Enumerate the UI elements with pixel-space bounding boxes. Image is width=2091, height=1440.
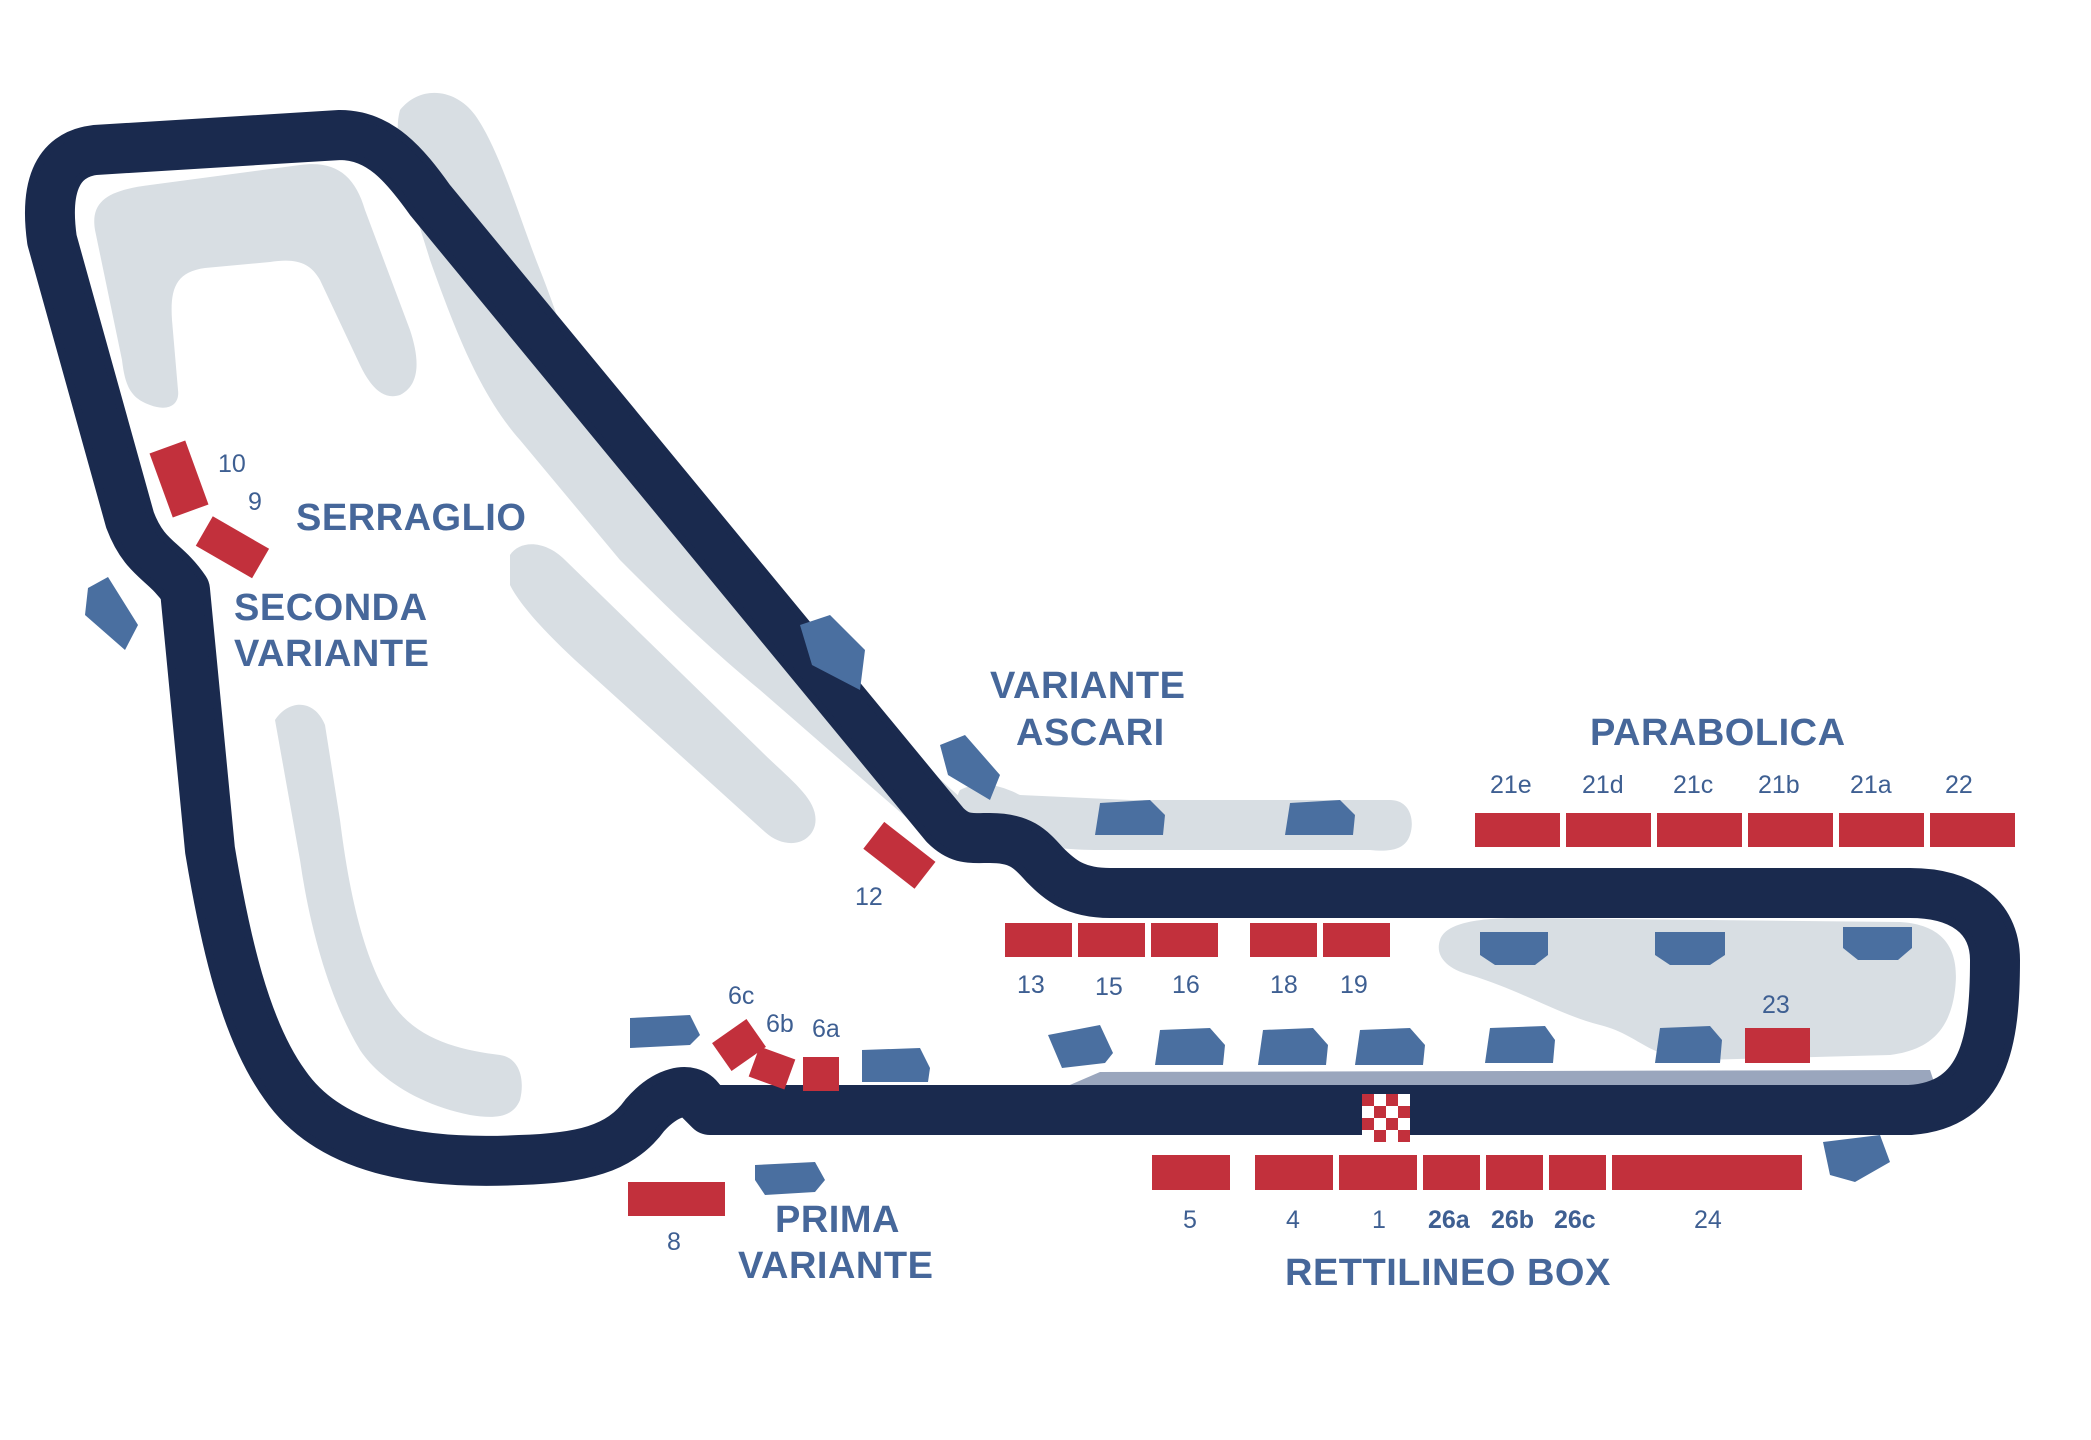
grandstand-label-13: 13 xyxy=(1017,971,1045,999)
general-area[interactable] xyxy=(1823,1135,1890,1182)
grandstand-label-10: 10 xyxy=(218,450,246,478)
grandstand-22[interactable] xyxy=(1930,813,2015,847)
grandstand-label-23: 23 xyxy=(1762,991,1790,1019)
grandstand-21b[interactable] xyxy=(1748,813,1833,847)
grandstand-label-4: 4 xyxy=(1286,1206,1300,1234)
grandstand-13[interactable] xyxy=(1005,923,1072,957)
grandstand-16[interactable] xyxy=(1151,923,1218,957)
grandstand-label-12: 12 xyxy=(855,883,883,911)
general-area[interactable] xyxy=(1655,932,1725,965)
general-area[interactable] xyxy=(1095,800,1165,835)
grandstand-label-18: 18 xyxy=(1270,971,1298,999)
grandstand-label-19: 19 xyxy=(1340,971,1368,999)
track-outline-cover xyxy=(32,118,2012,1178)
general-area[interactable] xyxy=(85,577,138,650)
grandstand-4[interactable] xyxy=(1255,1155,1333,1190)
grandstand-label-6b: 6b xyxy=(766,1010,794,1038)
general-area[interactable] xyxy=(1355,1028,1425,1065)
grandstand-label-26a: 26a xyxy=(1428,1206,1471,1234)
runoff-top-left xyxy=(94,164,417,408)
general-area[interactable] xyxy=(1655,1026,1722,1063)
grandstand-label-22: 22 xyxy=(1945,771,1973,799)
grandstand-21e[interactable] xyxy=(1475,813,1560,847)
grandstand-label-21d: 21d xyxy=(1582,771,1624,799)
general-area[interactable] xyxy=(1048,1025,1113,1068)
grandstand-label-21c: 21c xyxy=(1673,771,1713,799)
grandstands xyxy=(149,440,2015,1216)
grandstand-6c[interactable] xyxy=(712,1019,766,1071)
runoff-parabolica-inner xyxy=(1438,918,1956,1060)
grandstand-label-21a: 21a xyxy=(1850,771,1892,799)
grandstand-18[interactable] xyxy=(1250,923,1317,957)
grandstand-26a[interactable] xyxy=(1423,1155,1480,1190)
grandstand-label-26c: 26c xyxy=(1554,1206,1596,1234)
general-area[interactable] xyxy=(800,615,865,690)
grandstand-label-21b: 21b xyxy=(1758,771,1800,799)
grandstand-label-26b: 26b xyxy=(1491,1206,1534,1234)
general-admission-areas xyxy=(85,577,1912,1195)
general-area[interactable] xyxy=(1155,1028,1225,1065)
grandstand-21d[interactable] xyxy=(1566,813,1651,847)
grandstand-label-9: 9 xyxy=(248,488,262,516)
general-area[interactable] xyxy=(1485,1026,1555,1063)
corner-label-parabolica: PARABOLICA xyxy=(1590,712,1846,754)
grandstand-label-5: 5 xyxy=(1183,1206,1197,1234)
runoff-left-strip xyxy=(275,704,522,1117)
grandstand-label-15: 15 xyxy=(1095,973,1123,1001)
general-area[interactable] xyxy=(1285,800,1355,835)
grandstand-21c[interactable] xyxy=(1657,813,1742,847)
grandstand-label-1: 1 xyxy=(1372,1206,1386,1234)
grandstand-label-24: 24 xyxy=(1694,1206,1722,1234)
grandstand-24[interactable] xyxy=(1612,1155,1802,1190)
checkered-flag-icon xyxy=(1362,1094,1410,1142)
grandstand-label-21e: 21e xyxy=(1490,771,1532,799)
corner-label-ascari-line2: ASCARI xyxy=(1016,712,1165,754)
grandstand-5[interactable] xyxy=(1152,1155,1230,1190)
general-area[interactable] xyxy=(1258,1028,1328,1065)
corner-label-seconda-line1: SECONDA xyxy=(234,587,428,629)
grandstand-10[interactable] xyxy=(149,440,209,518)
grandstand-23[interactable] xyxy=(1745,1028,1810,1063)
runoff-mid-strip xyxy=(510,544,816,844)
corner-label-serraglio: SERRAGLIO xyxy=(296,497,526,539)
grandstand-label-8: 8 xyxy=(667,1228,681,1256)
corner-label-ascari-line1: VARIANTE xyxy=(990,665,1185,707)
grandstand-9[interactable] xyxy=(195,516,270,579)
grandstand-label-6c: 6c xyxy=(728,982,754,1010)
grandstand-6b[interactable] xyxy=(748,1046,796,1090)
general-area[interactable] xyxy=(755,1162,825,1195)
grandstand-1[interactable] xyxy=(1339,1155,1417,1190)
grandstand-26c[interactable] xyxy=(1549,1155,1606,1190)
grandstand-15[interactable] xyxy=(1078,923,1145,957)
corner-label-prima-line1: PRIMA xyxy=(775,1199,900,1241)
grandstand-26b[interactable] xyxy=(1486,1155,1543,1190)
grandstand-21a[interactable] xyxy=(1839,813,1924,847)
grandstand-label-16: 16 xyxy=(1172,971,1200,999)
grandstand-19[interactable] xyxy=(1323,923,1390,957)
grandstand-labels: 10 9 12 6c 6b 6a 8 13 15 16 18 19 21e 21… xyxy=(218,450,1973,1256)
general-area[interactable] xyxy=(1843,927,1912,960)
general-area[interactable] xyxy=(630,1015,700,1048)
grandstand-6a[interactable] xyxy=(803,1057,839,1091)
corner-labels: SERRAGLIO SECONDA VARIANTE VARIANTE ASCA… xyxy=(234,497,1846,1294)
grandstand-12[interactable] xyxy=(863,821,936,889)
corner-label-rettilineo-box: RETTILINEO BOX xyxy=(1285,1252,1611,1294)
grandstand-8[interactable] xyxy=(628,1182,725,1216)
grandstand-label-6a: 6a xyxy=(812,1015,840,1043)
corner-label-prima-line2: VARIANTE xyxy=(738,1245,933,1287)
general-area[interactable] xyxy=(1480,932,1548,965)
general-area[interactable] xyxy=(862,1048,930,1082)
track xyxy=(24,110,2020,1186)
corner-label-seconda-line2: VARIANTE xyxy=(234,633,429,675)
general-area[interactable] xyxy=(940,735,1000,800)
